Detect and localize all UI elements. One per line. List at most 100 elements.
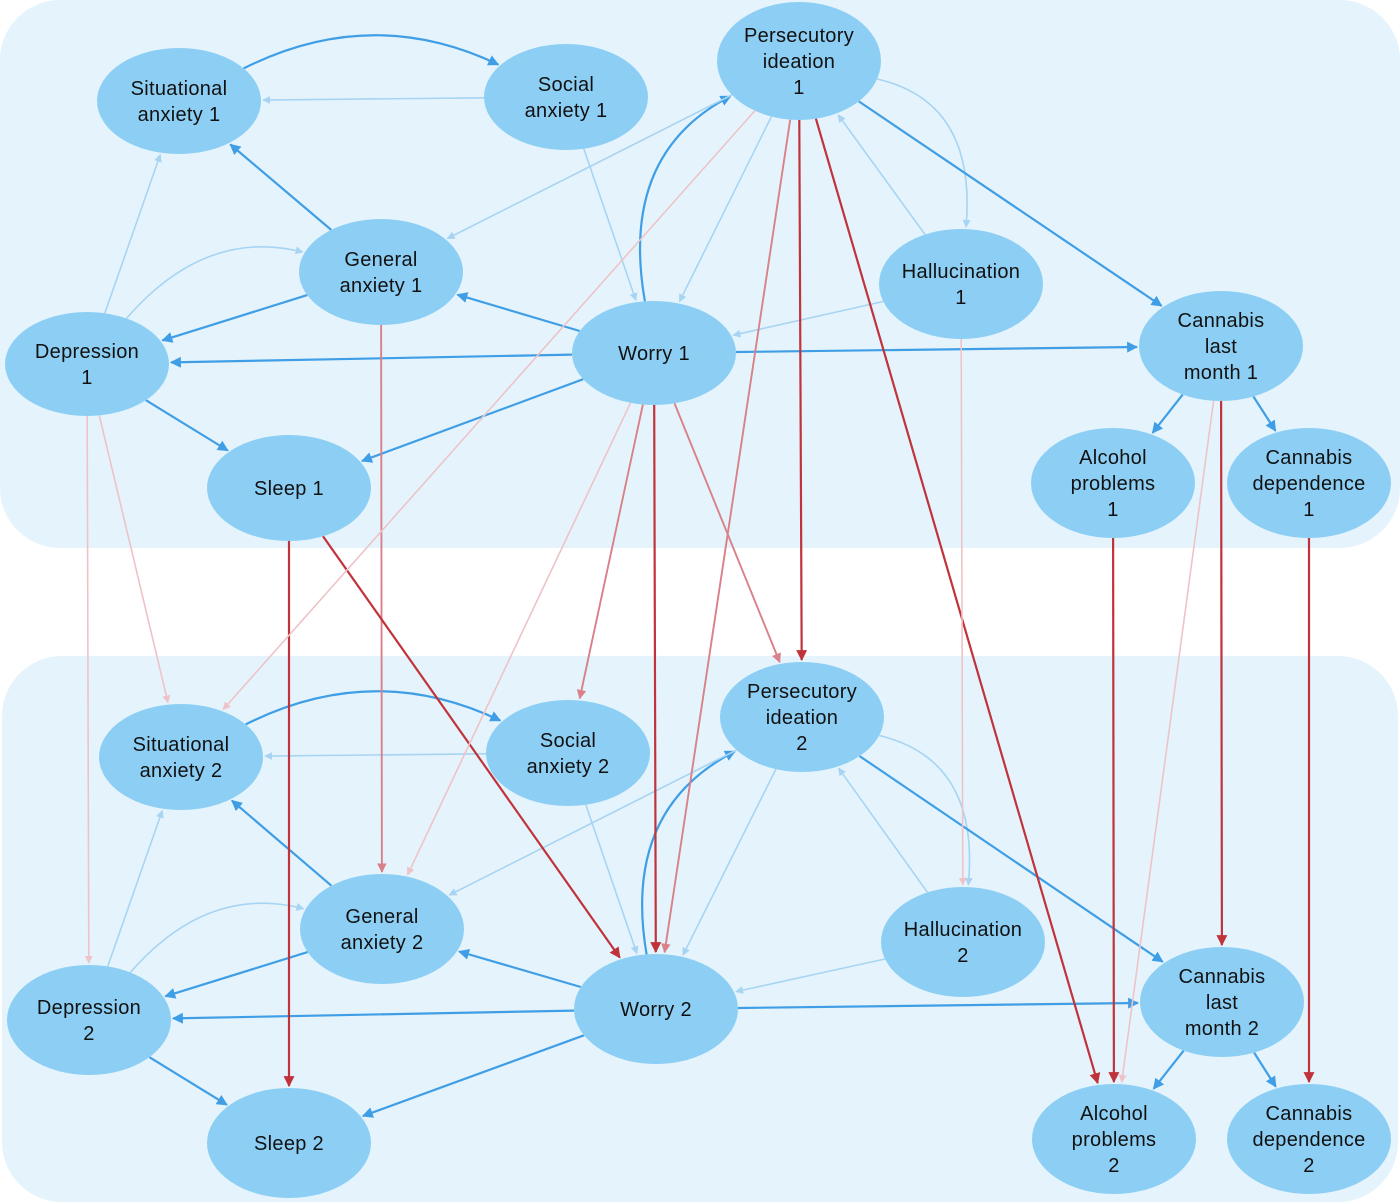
node-label-line: Alcohol [1079,447,1147,469]
edge-hal2-to-wor2 [735,958,886,994]
node-ellipse [717,2,881,120]
node-ellipse [1139,291,1303,401]
node-ellipse [1227,1084,1391,1194]
edge-hal1-to-per1 [837,114,926,236]
node-label-line: 2 [957,945,968,967]
node-label-line: Worry 1 [618,343,690,365]
edge-can1-to-alc1 [1151,393,1184,434]
edge-soc2-to-wor2 [585,804,639,955]
node-label-line: problems [1071,473,1156,495]
node-label-line: anxiety 2 [341,932,424,954]
edge-per2-to-hal2 [879,734,973,886]
node-label-line: anxiety 1 [525,100,608,122]
node-label-line: Depression [35,341,139,363]
node-ellipse [484,44,648,150]
edge-per1-to-alc2 [814,118,1101,1085]
node-label-line: ideation [766,707,838,729]
edge-can2-to-cdp2 [1253,1052,1277,1088]
edge-sit1-to-soc1 [243,34,500,70]
edge-soc2-to-sit2 [264,752,487,761]
node-ellipse [486,700,650,806]
node-ellipse [1032,1084,1196,1194]
node-label-line: ideation [763,51,835,73]
edge-gen2-to-dep2 [164,951,308,999]
node-ellipse [97,48,261,154]
node-wor2: Worry 2 [574,954,738,1064]
node-slp2: Sleep 2 [207,1088,371,1198]
edge-wor1-to-wor2 [650,404,662,954]
node-label-line: Sleep 1 [254,478,324,500]
node-label-line: month 2 [1185,1018,1259,1040]
panel-time2 [2,656,1398,1202]
node-ellipse [7,965,171,1075]
node-label-line: Social [538,74,594,96]
edge-can1-to-alc2 [1118,400,1215,1083]
edge-per1-to-gen1 [446,94,733,240]
edge-wor1-to-soc2 [576,404,644,700]
node-label-line: Alcohol [1080,1103,1148,1125]
node-label-line: Hallucination [904,919,1022,941]
edge-dep1-to-slp1 [145,399,229,452]
node-gen1: General anxiety 1 [299,219,463,325]
node-ellipse [881,887,1045,997]
edge-dep1-to-sit1 [104,153,162,314]
node-label-line: anxiety 2 [140,760,223,782]
edge-per1-to-wor2 [661,119,792,954]
node-label-line: 1 [955,287,966,309]
node-label-line: anxiety 1 [340,275,423,297]
edge-per1-to-wor1 [678,116,773,303]
node-label-line: Worry 2 [620,999,692,1021]
edge-wor1-to-slp1 [360,378,584,463]
edge-wor2-to-can2 [737,997,1140,1010]
node-label-line: 2 [1303,1155,1314,1177]
node-label-line: last [1206,992,1238,1014]
node-label-line: 2 [1108,1155,1119,1177]
edge-dep2-to-sit2 [106,809,164,967]
edge-per1-to-hal1 [876,78,971,228]
edge-soc1-to-sit1 [262,96,485,105]
node-sit2: Situational anxiety 2 [99,704,263,810]
edge-layer [84,34,1315,1118]
panel-time1 [0,0,1400,548]
node-ellipse [879,229,1043,339]
node-wor1: Worry 1 [572,301,736,405]
edge-per1-to-can1 [858,100,1163,307]
node-label-line: Persecutory [747,681,857,703]
node-ellipse [5,312,169,416]
node-alc2: Alcohol problems 2 [1032,1084,1196,1194]
node-label-line: General [344,249,417,271]
node-label-line: problems [1072,1129,1157,1151]
node-ellipse [720,662,884,772]
edge-wor1-to-gen1 [456,292,581,333]
node-ellipse [207,435,371,541]
node-label-line: 1 [1303,499,1314,521]
node-label-line: Situational [131,78,228,100]
node-label-line: Persecutory [744,25,854,47]
edge-wor1-to-per1 [638,95,732,302]
node-ellipse [572,301,736,405]
node-label-line: dependence [1252,1129,1365,1151]
edge-slp1-to-wor2 [322,535,621,959]
node-label-line: Social [540,730,596,752]
edge-per2-to-wor2 [682,768,777,956]
node-label-line: dependence [1252,473,1365,495]
edge-can2-to-alc2 [1152,1049,1185,1090]
edge-gen2-to-sit2 [231,799,333,887]
edge-wor2-to-dep2 [171,1009,575,1024]
node-ellipse [574,954,738,1064]
edge-gen1-to-sit1 [229,143,332,231]
edge-can1-to-cdp1 [1252,395,1277,432]
node-label-line: Situational [133,734,230,756]
edge-dep1-to-sit2 [98,415,171,704]
edge-alc1-to-alc2 [1108,537,1120,1084]
edge-per2-to-can2 [858,755,1164,963]
edge-wor1-to-can1 [735,341,1139,354]
